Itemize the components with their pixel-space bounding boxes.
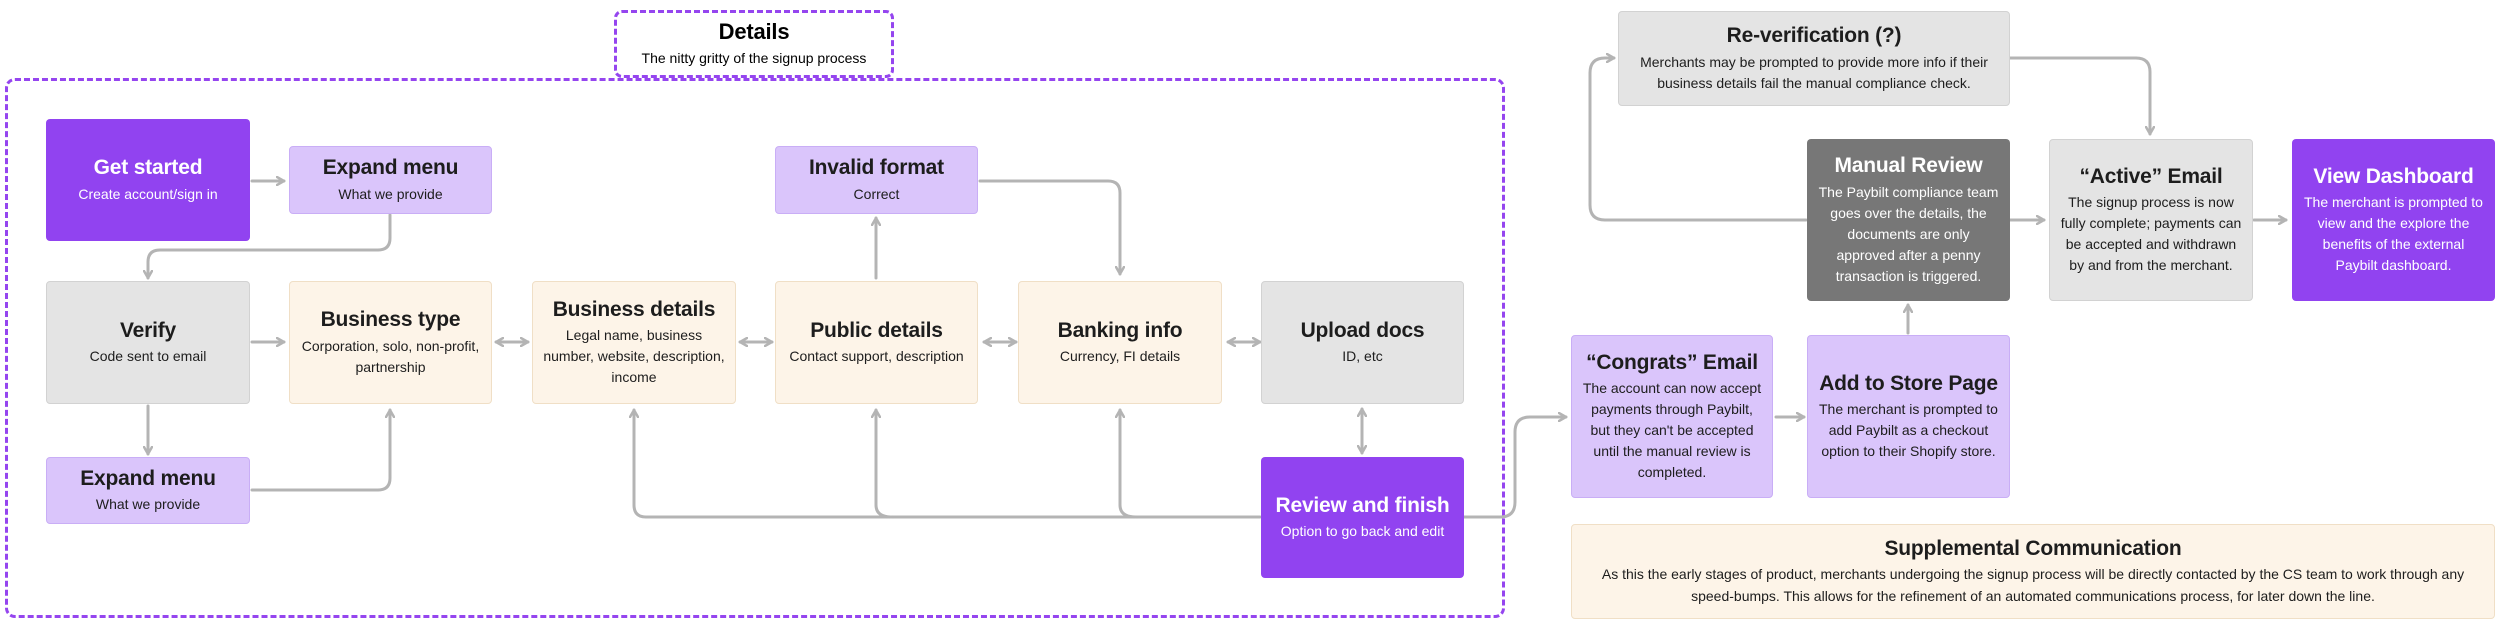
details-title: Details: [718, 19, 790, 45]
node-review-finish[interactable]: Review and finish Option to go back and …: [1261, 457, 1464, 578]
connector-expandmenu-verify: [148, 213, 392, 280]
node-title: Verify: [119, 318, 176, 342]
node-view-dashboard[interactable]: View Dashboard The merchant is prompted …: [2292, 139, 2495, 301]
node-desc: The account can now accept payments thro…: [1582, 380, 1762, 481]
node-business-type[interactable]: Business type Corporation, solo, non-pro…: [289, 281, 492, 404]
details-frame: [5, 78, 1505, 618]
node-supplemental-communication[interactable]: Supplemental Communication As this the e…: [1571, 524, 2495, 619]
connector-manualreview-reverification: [1588, 58, 1808, 222]
node-desc: As this the early stages of product, mer…: [1601, 565, 2465, 604]
connector-review-publicdetails: [876, 408, 894, 519]
node-title: “Congrats” Email: [1586, 350, 1758, 374]
node-desc: Currency, FI details: [1059, 348, 1181, 365]
connector-review-bankinginfo: [1120, 408, 1138, 519]
node-public-details[interactable]: Public details Contact support, descript…: [775, 281, 978, 404]
details-header: Details The nitty gritty of the signup p…: [614, 10, 894, 78]
connector-invalidformat-bankinginfo: [978, 179, 1120, 276]
node-title: Business type: [320, 308, 461, 332]
node-title: Banking info: [1057, 318, 1183, 342]
connector-reverification-active: [2008, 56, 2150, 136]
node-title: Add to Store Page: [1819, 371, 1998, 395]
connector-review-congrats: [1462, 417, 1568, 519]
node-title: View Dashboard: [2313, 164, 2474, 188]
node-title: Business details: [552, 297, 716, 321]
node-active-email[interactable]: “Active” Email The signup process is now…: [2049, 139, 2253, 301]
node-manual-review[interactable]: Manual Review The Paybilt compliance tea…: [1807, 139, 2010, 301]
node-title: Upload docs: [1300, 318, 1425, 342]
node-title: Review and finish: [1275, 493, 1450, 517]
node-desc: ID, etc: [1342, 348, 1383, 365]
node-desc: Corporation, solo, non-profit, partnersh…: [301, 337, 480, 375]
node-business-details[interactable]: Business details Legal name, business nu…: [532, 281, 736, 404]
node-invalid-format[interactable]: Invalid format Correct: [775, 146, 978, 214]
node-title: Manual Review: [1834, 154, 1983, 178]
node-title: Get started: [93, 156, 203, 180]
node-title: Expand menu: [80, 466, 216, 490]
node-title: Invalid format: [809, 156, 944, 180]
connector-review-back: [634, 408, 1262, 519]
node-congrats-email[interactable]: “Congrats” Email The account can now acc…: [1571, 335, 1773, 498]
node-banking-info[interactable]: Banking info Currency, FI details: [1018, 281, 1222, 404]
node-desc: Option to go back and edit: [1280, 523, 1445, 540]
node-desc: Legal name, business number, website, de…: [543, 327, 725, 386]
node-title: Supplemental Communication: [1884, 536, 2182, 560]
node-desc: The merchant is prompted to add Paybilt …: [1819, 401, 1998, 460]
node-desc: What we provide: [338, 185, 443, 202]
node-title: “Active” Email: [2079, 164, 2223, 188]
node-desc: The Paybilt compliance team goes over th…: [1818, 183, 1999, 284]
node-title: Re-verification (?): [1726, 24, 1902, 48]
node-upload-docs[interactable]: Upload docs ID, etc: [1261, 281, 1464, 404]
node-title: Public details: [810, 318, 943, 342]
node-expand-menu-top[interactable]: Expand menu What we provide: [289, 146, 492, 214]
node-get-started[interactable]: Get started Create account/sign in: [46, 119, 250, 241]
node-desc: The signup process is now fully complete…: [2060, 194, 2242, 274]
node-add-to-store[interactable]: Add to Store Page The merchant is prompt…: [1807, 335, 2010, 498]
node-desc: Correct: [853, 185, 900, 202]
node-desc: Code sent to email: [89, 348, 207, 365]
node-title: Expand menu: [322, 156, 459, 180]
connector-expandmenu2-businesstype: [250, 408, 390, 492]
node-desc: The merchant is prompted to view and the…: [2304, 194, 2483, 274]
node-reverification[interactable]: Re-verification (?) Merchants may be pro…: [1618, 11, 2010, 106]
node-expand-menu-bottom[interactable]: Expand menu What we provide: [46, 457, 250, 524]
node-desc: Create account/sign in: [78, 185, 218, 202]
node-desc: Contact support, description: [789, 348, 964, 365]
node-desc: What we provide: [95, 496, 201, 513]
node-verify[interactable]: Verify Code sent to email: [46, 281, 250, 404]
details-subtitle: The nitty gritty of the signup process: [641, 49, 867, 66]
node-desc: Merchants may be prompted to provide mor…: [1640, 53, 1988, 91]
